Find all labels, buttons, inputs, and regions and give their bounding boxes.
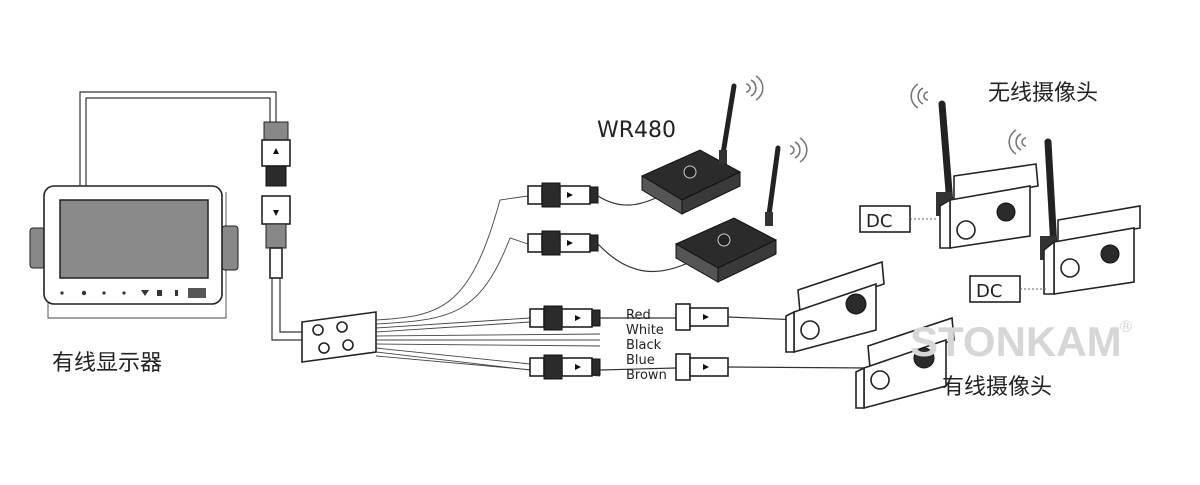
monitor <box>29 185 239 319</box>
brand-watermark: STONKAM <box>910 318 1122 365</box>
monitor-cable <box>79 91 277 186</box>
wired-camera-1 <box>785 260 885 354</box>
wired-camera-label: 有线摄像头 <box>942 375 1052 400</box>
monitor-screen <box>59 199 209 279</box>
wireless-camera-label: 无线摄像头 <box>988 81 1098 106</box>
wired-camera-plug-1 <box>675 303 801 331</box>
receiver-model-label: WR480 <box>597 118 676 143</box>
wireless-camera-1 <box>936 100 1039 249</box>
wr480-receiver-bottom <box>597 145 781 283</box>
wire-color-red: Red <box>626 308 651 323</box>
wired-camera-2 <box>855 316 955 410</box>
wire-color-black: Black <box>626 338 662 353</box>
splitter-box <box>301 311 377 363</box>
wire-color-white: White <box>626 323 664 338</box>
svg-text:DC: DC <box>976 281 1002 302</box>
aviation-connector-4 <box>529 354 601 380</box>
dc-power-2: DC <box>969 275 1046 303</box>
aviation-connector-3 <box>529 305 601 331</box>
wire-color-legend: Red White Black Blue Brown <box>626 308 667 383</box>
dc-power-1: DC <box>859 205 938 233</box>
wireless-camera-2 <box>1040 138 1141 295</box>
wire-color-blue: Blue <box>626 353 655 368</box>
svg-text:DC: DC <box>866 211 892 232</box>
monitor-buttons <box>60 288 206 298</box>
wr480-receiver-top <box>597 83 742 215</box>
monitor-connector <box>261 121 291 279</box>
wifi-signal-icons <box>745 75 1027 163</box>
wired-camera-plug-2 <box>675 353 871 381</box>
aviation-connector-2 <box>527 230 599 256</box>
wire-bundle <box>375 195 601 377</box>
antenna <box>719 83 737 163</box>
right-knob <box>221 225 239 271</box>
wire-color-brown: Brown <box>626 368 667 383</box>
antenna <box>765 145 781 225</box>
wired-display-label: 有线显示器 <box>52 351 162 376</box>
aviation-connector-1 <box>527 182 599 208</box>
registered-mark: ® <box>1118 317 1134 336</box>
